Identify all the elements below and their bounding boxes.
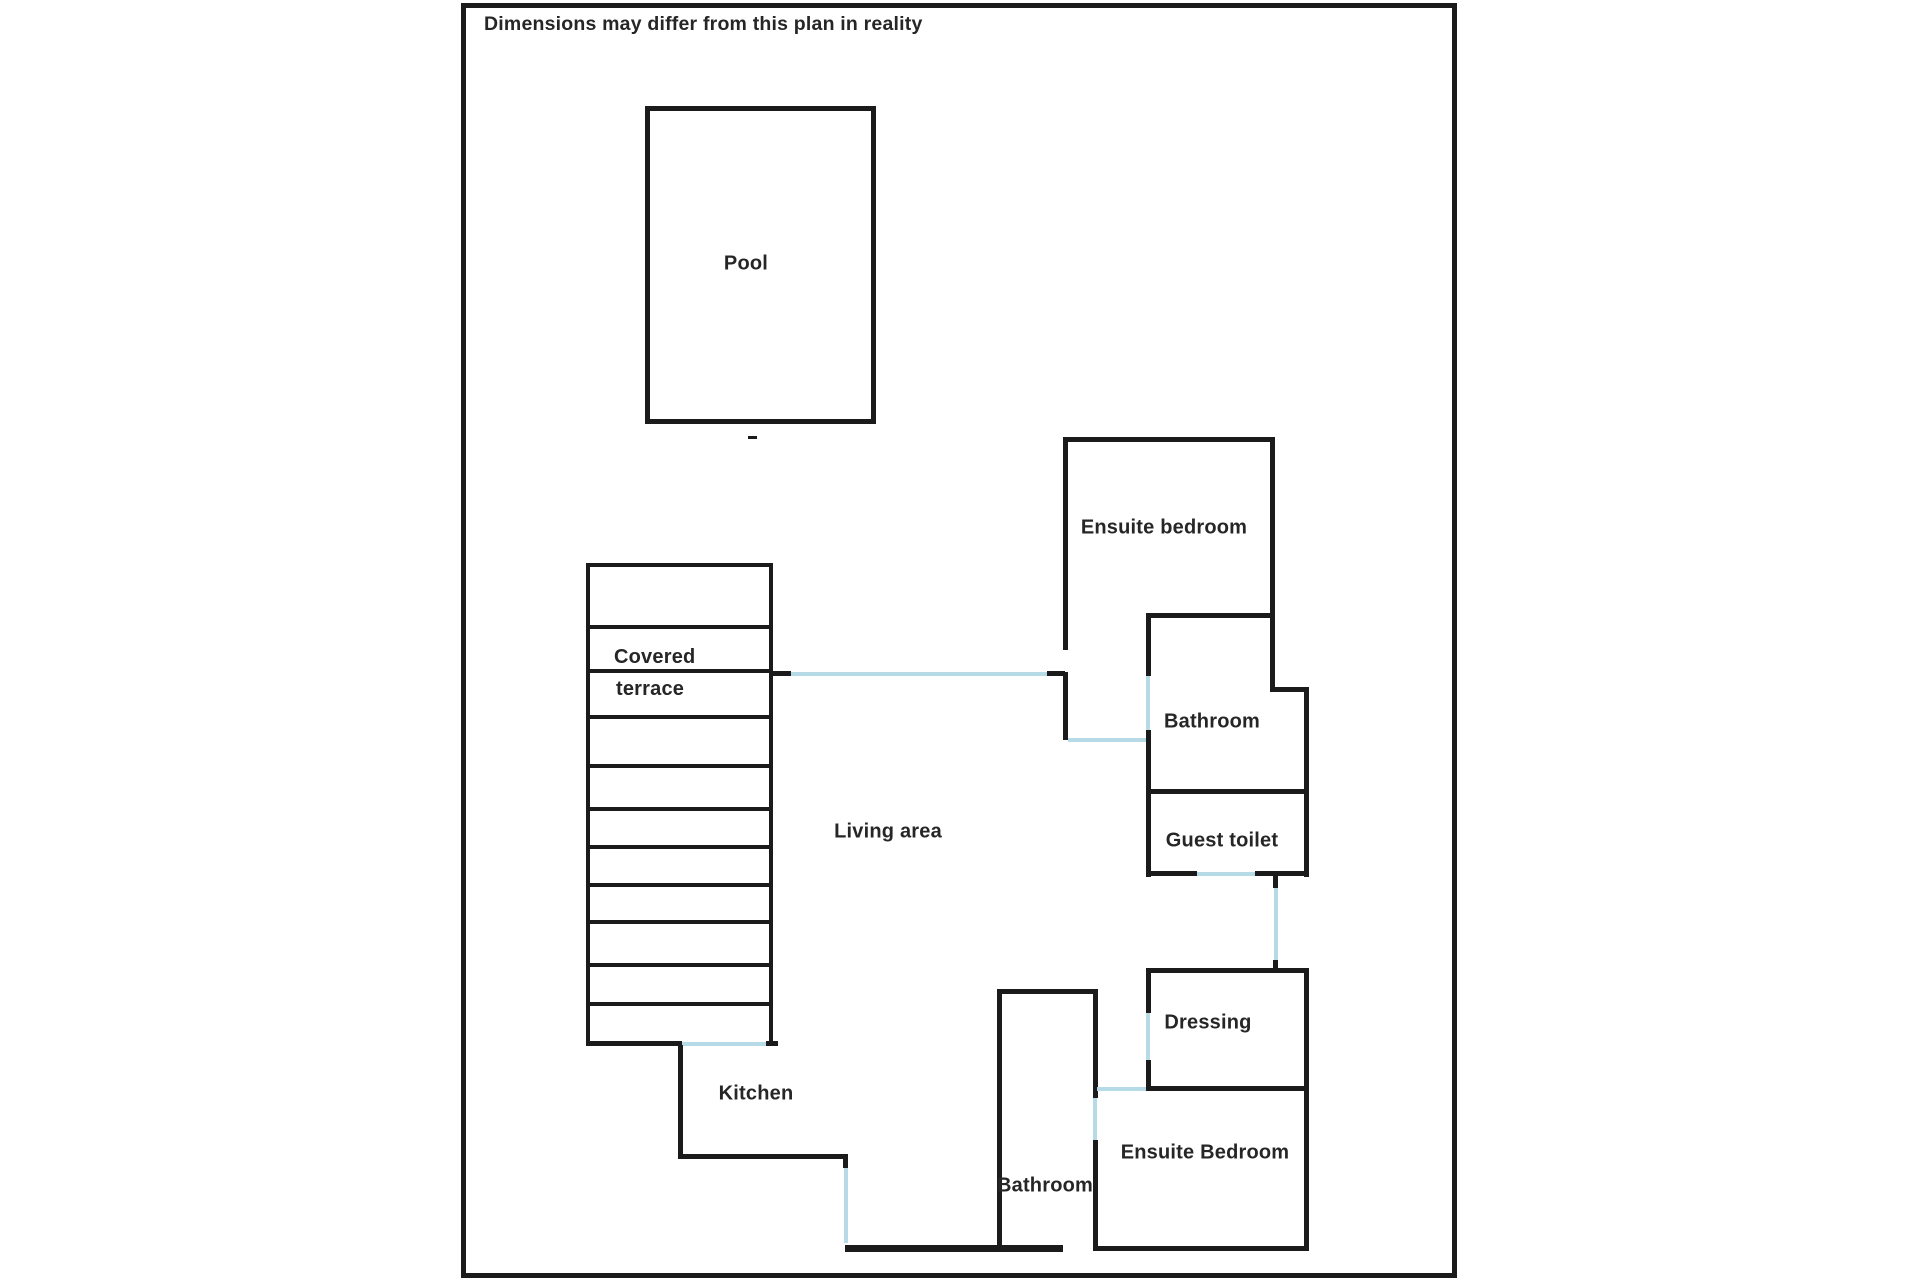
bathroom2-right-wall-lower xyxy=(1093,1140,1098,1251)
bathroom2-door-opening xyxy=(1093,1098,1097,1140)
kitchen-left-wall xyxy=(678,1045,683,1159)
terrace-slat xyxy=(586,920,773,924)
room-label-ensuite-bedroom-bottom: Ensuite Bedroom xyxy=(1120,1141,1290,1164)
ensuite-step-wall xyxy=(1270,687,1309,692)
outer-border-bottom xyxy=(461,1273,1457,1278)
room-label-pool: Pool xyxy=(723,252,769,275)
dressing-left-wall-lower xyxy=(1146,1060,1151,1091)
dressing-top-wall xyxy=(1146,968,1309,973)
pool-mark xyxy=(748,436,757,439)
dressing-left-wall-upper xyxy=(1146,968,1151,1013)
terrace-wall-bottom-right xyxy=(766,1041,778,1046)
disclaimer-text: Dimensions may differ from this plan in … xyxy=(484,13,923,35)
bathroom-left-wall-lower xyxy=(1146,730,1151,792)
room-label-bathroom-top: Bathroom xyxy=(1163,710,1261,733)
dressing-door-opening xyxy=(1146,1013,1150,1060)
terrace-wall-left xyxy=(586,563,590,1044)
room-label-covered: Covered xyxy=(614,646,696,668)
dressing-bottom-wall xyxy=(1146,1086,1309,1091)
bathroom2-top-wall xyxy=(997,989,1098,994)
outer-border-top xyxy=(461,3,1457,8)
bathroom-bottom-wall xyxy=(1146,789,1309,794)
room-label-kitchen: Kitchen xyxy=(718,1082,794,1105)
terrace-wall-top xyxy=(586,563,773,567)
connector-wall-bottom xyxy=(1273,960,1278,972)
connector-wall-top xyxy=(1273,871,1278,888)
terrace-slat xyxy=(586,845,773,849)
ensuite-top-wall-right xyxy=(1270,437,1275,691)
terrace-slat xyxy=(586,625,773,629)
ensuite-top-wall-left-lower xyxy=(1063,672,1068,740)
terrace-wall-bottom-left xyxy=(586,1041,682,1046)
room-label-living-area: Living area xyxy=(834,820,942,843)
kitchen-door-opening xyxy=(844,1168,848,1243)
ensuite-door-opening xyxy=(1068,738,1146,742)
room-label-terrace: terrace xyxy=(616,678,685,700)
guest-toilet-door-opening xyxy=(1197,872,1255,876)
terrace-door-opening xyxy=(682,1042,766,1046)
bathroom-door-opening xyxy=(1146,676,1150,730)
room-label-bathroom-bottom: Bathroom xyxy=(996,1174,1094,1197)
kitchen-bottom-wall xyxy=(678,1154,848,1159)
bathroom-top-wall xyxy=(1146,613,1275,618)
pool-outline xyxy=(645,106,876,424)
corridor-door-opening xyxy=(791,672,1047,676)
terrace-slat xyxy=(586,764,773,768)
room-label-ensuite-bedroom-top: Ensuite bedroom xyxy=(1080,516,1248,539)
guest-toilet-right-wall xyxy=(1304,789,1309,877)
terrace-slat xyxy=(586,963,773,967)
terrace-slat xyxy=(586,715,773,719)
terrace-slat xyxy=(586,883,773,887)
terrace-slat xyxy=(586,1002,773,1006)
terrace-slat xyxy=(586,669,773,673)
ensuite-top-wall-top xyxy=(1063,437,1275,442)
bathroom2-dressing-door-opening xyxy=(1097,1087,1146,1091)
guest-toilet-bottom-left xyxy=(1146,871,1197,876)
guest-toilet-bottom-right xyxy=(1255,871,1309,876)
terrace-wall-right xyxy=(769,563,773,1044)
room-label-dressing: Dressing xyxy=(1164,1011,1252,1034)
outer-border-left xyxy=(461,3,466,1278)
bathroom-right-wall xyxy=(1304,687,1309,794)
ensuite-bottom-wall xyxy=(1093,1246,1309,1251)
ensuite-top-wall-left-upper xyxy=(1063,437,1068,650)
bathroom-left-wall-upper xyxy=(1146,613,1151,676)
kitchen-wall-stub xyxy=(843,1154,848,1168)
bathroom2-right-wall-upper xyxy=(1093,989,1098,1098)
outer-border-right xyxy=(1452,3,1457,1278)
terrace-slat xyxy=(586,807,773,811)
room-label-guest-toilet: Guest toilet xyxy=(1165,829,1279,852)
bathroom2-left-wall xyxy=(997,989,1002,1251)
corridor-stub-right xyxy=(1047,671,1065,676)
dressing-ensuite-right-wall xyxy=(1304,968,1309,1251)
connector-door-opening xyxy=(1274,888,1278,960)
guest-toilet-left-wall xyxy=(1146,789,1151,877)
house-bottom-wall xyxy=(845,1245,1063,1252)
corridor-stub-left xyxy=(773,671,791,676)
